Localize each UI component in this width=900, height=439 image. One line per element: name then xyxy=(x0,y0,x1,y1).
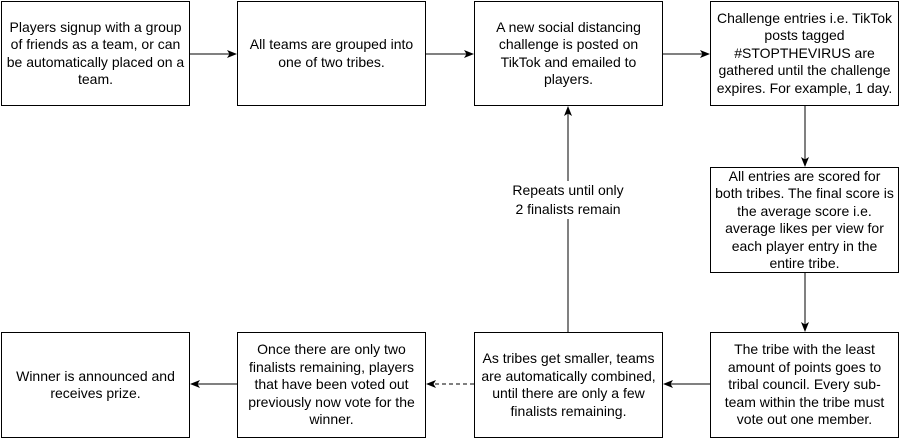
repeat-edge-label: Repeats until only 2 finalists remain xyxy=(488,181,648,219)
node-tribes-text: All teams are grouped into one of two tr… xyxy=(249,36,414,70)
node-winner: Winner is announced and receives prize. xyxy=(1,332,190,438)
node-finalists-text: Once there are only two finalists remain… xyxy=(248,341,415,428)
node-signup-text: Players signup with a group of friends a… xyxy=(6,18,185,88)
node-combine: As tribes get smaller, teams are automat… xyxy=(474,332,663,438)
node-council-text: The tribe with the least amount of point… xyxy=(724,341,885,428)
node-combine-text: As tribes get smaller, teams are automat… xyxy=(481,350,656,419)
node-entries-text: Challenge entries i.e. TikTok posts tagg… xyxy=(716,9,893,96)
node-scoring-text: All entries are scored for both tribes. … xyxy=(715,167,894,272)
node-tribes: All teams are grouped into one of two tr… xyxy=(237,1,426,106)
node-scoring: All entries are scored for both tribes. … xyxy=(710,167,899,273)
node-council: The tribe with the least amount of point… xyxy=(710,332,899,438)
node-entries: Challenge entries i.e. TikTok posts tagg… xyxy=(710,1,899,106)
repeat-label-line1: Repeats until only xyxy=(512,182,624,198)
node-challenge-text: A new social distancing challenge is pos… xyxy=(496,18,641,88)
node-signup: Players signup with a group of friends a… xyxy=(1,1,190,106)
node-winner-text: Winner is announced and receives prize. xyxy=(16,367,175,402)
node-challenge: A new social distancing challenge is pos… xyxy=(474,1,663,106)
repeat-label-line2: 2 finalists remain xyxy=(515,201,621,217)
node-finalists: Once there are only two finalists remain… xyxy=(237,332,426,438)
